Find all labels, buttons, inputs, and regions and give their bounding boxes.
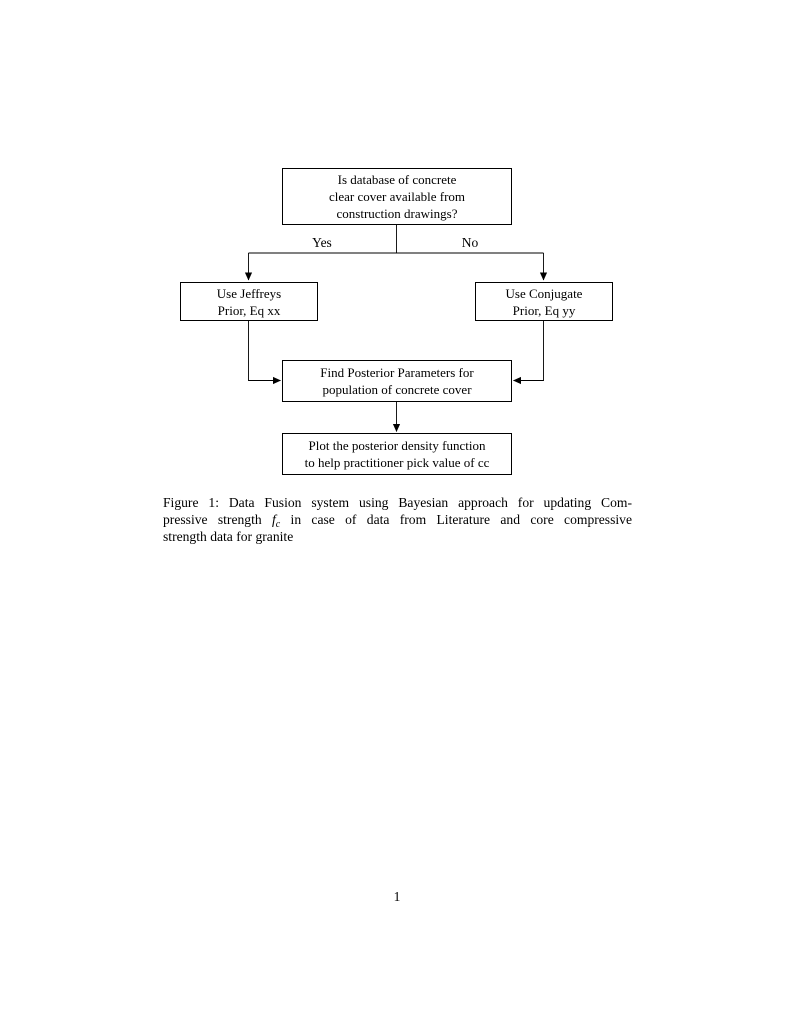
node-text-line: clear cover available from — [328, 189, 466, 204]
node-text-line: Prior, Eq xx — [217, 302, 281, 318]
caption-line-2: pressive strength fc in case of data fro… — [163, 511, 632, 530]
flowchart-node-conjugate-prior: Use Conjugate Prior, Eq yy — [475, 282, 613, 321]
node-text-line: construction drawings? — [336, 206, 458, 221]
caption-line-3: strength data for granite — [163, 529, 294, 544]
caption-line-2-post: in case of data from Literature and core… — [280, 512, 632, 527]
caption-line-2-pre: pressive strength — [163, 512, 272, 527]
node-text-line: Prior, Eq yy — [512, 302, 576, 318]
branch-label-yes: Yes — [310, 235, 334, 250]
connector-jeffreys-to-posterior — [248, 321, 281, 385]
node-text-line: population of concrete cover — [322, 382, 472, 397]
node-text-line: Use Conjugate — [505, 285, 583, 301]
node-text-line: Is database of concrete — [337, 172, 457, 187]
math-fc-variable: f — [271, 512, 276, 527]
caption-line-1: Figure 1: Data Fusion system using Bayes… — [163, 495, 632, 510]
branch-label-no: No — [459, 235, 481, 250]
flowchart-node-jeffreys-prior: Use Jeffreys Prior, Eq xx — [180, 282, 318, 321]
page-number: 1 — [393, 889, 401, 904]
flowchart-node-plot-density: Plot the posterior density function to h… — [282, 433, 512, 475]
node-text-line: Use Jeffreys — [216, 285, 282, 301]
node-text-line: Find Posterior Parameters for — [320, 365, 474, 380]
node-text-line: to help practitioner pick value of cc — [304, 455, 490, 470]
node-text-line: Plot the posterior density function — [308, 438, 486, 453]
math-fc-subscript: c — [275, 519, 281, 530]
flowchart-node-find-posterior: Find Posterior Parameters for population… — [282, 360, 512, 402]
flowchart-node-decision: Is database of concrete clear cover avai… — [282, 168, 512, 225]
figure-caption: Figure 1: Data Fusion system using Bayes… — [163, 494, 632, 545]
connector-conjugate-to-posterior — [513, 321, 544, 385]
